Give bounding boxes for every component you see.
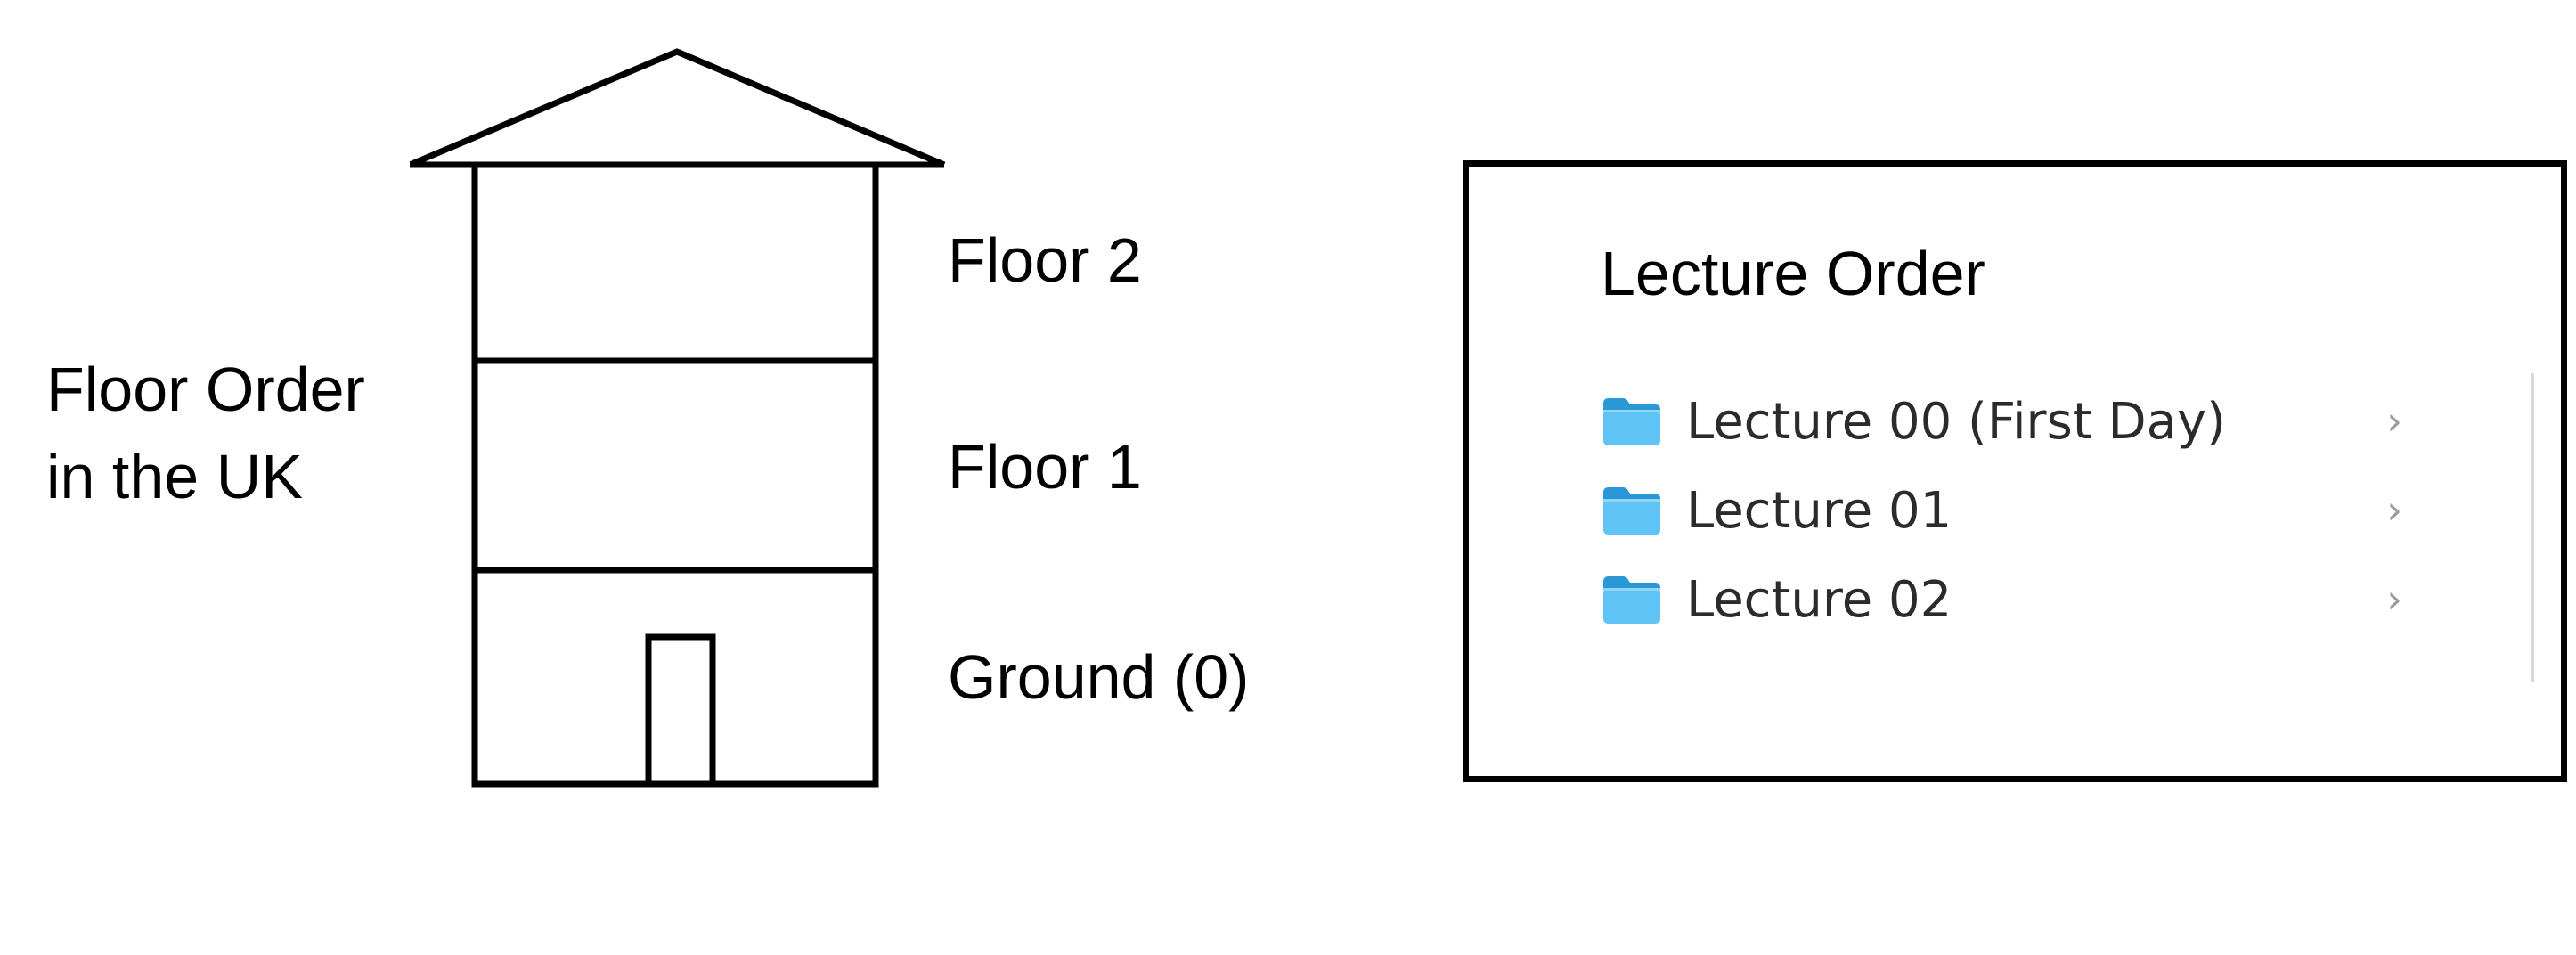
panel-title: Lecture Order (1601, 239, 1985, 308)
lecture-order-panel: Lecture Order Lecture 00 (First Day) › L… (1463, 160, 2567, 782)
floor-label-2: Floor 2 (948, 225, 1142, 295)
caption-line-2: in the UK (46, 442, 303, 511)
chevron-right-icon: › (2386, 576, 2402, 623)
chevron-right-icon: › (2386, 487, 2402, 534)
folder-name: Lecture 01 (1686, 481, 1952, 540)
floor-order-caption: Floor Order in the UK (46, 346, 365, 520)
folder-icon (1603, 487, 1660, 535)
folder-row-lecture-01[interactable]: Lecture 01 › (1601, 466, 2438, 555)
house-door (645, 633, 716, 788)
house-diagram (410, 48, 946, 788)
house-body (471, 161, 879, 788)
floor-label-1: Floor 1 (948, 432, 1142, 502)
folder-row-lecture-00[interactable]: Lecture 00 (First Day) › (1601, 377, 2438, 466)
folder-list: Lecture 00 (First Day) › Lecture 01 › Le… (1601, 377, 2438, 644)
scrollbar-track[interactable] (2531, 373, 2534, 682)
house-roof (410, 48, 946, 168)
folder-icon (1603, 576, 1660, 624)
chevron-right-icon: › (2386, 398, 2402, 445)
caption-line-1: Floor Order (46, 355, 365, 424)
folder-icon (1603, 398, 1660, 445)
floor-label-ground: Ground (0) (948, 642, 1250, 712)
folder-name: Lecture 02 (1686, 570, 1952, 629)
folder-name: Lecture 00 (First Day) (1686, 392, 2226, 451)
folder-row-lecture-02[interactable]: Lecture 02 › (1601, 555, 2438, 644)
